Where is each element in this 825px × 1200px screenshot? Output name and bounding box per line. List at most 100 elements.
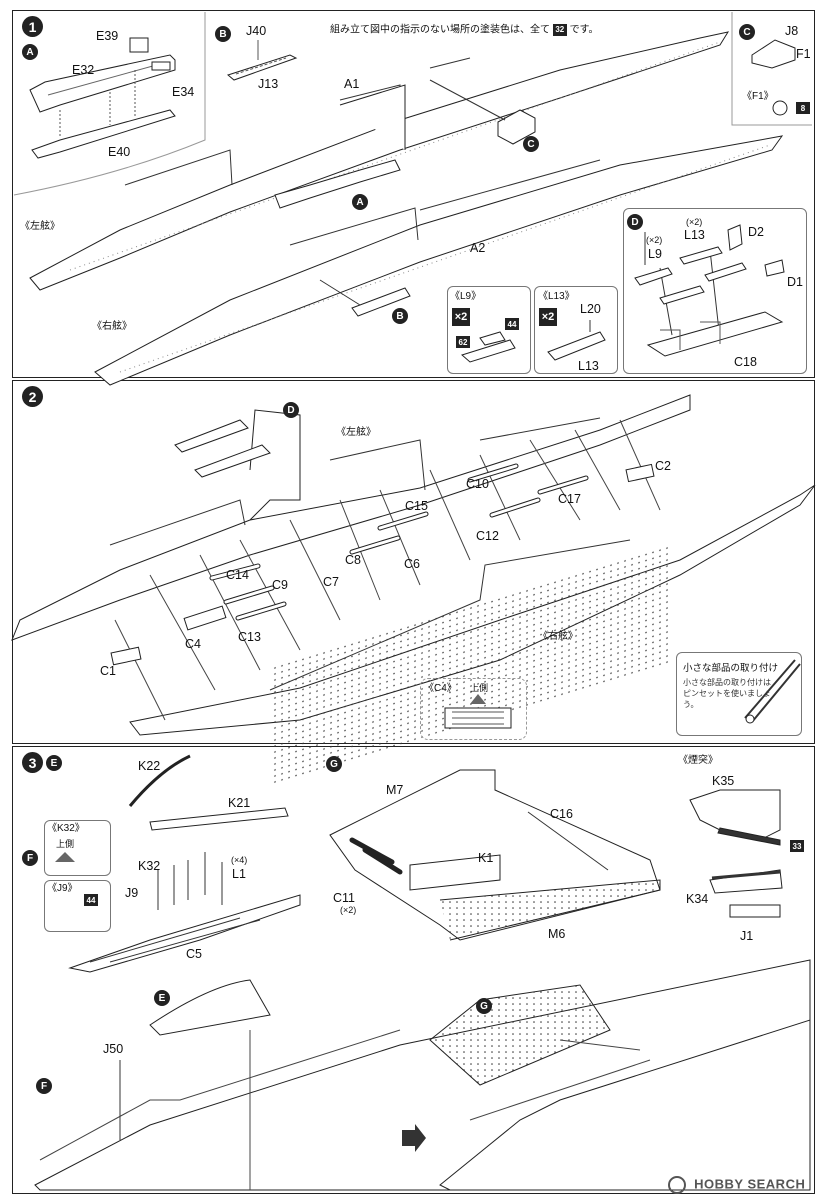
label-J13: J13 [258, 77, 279, 91]
bottom-marker-E: E [154, 990, 170, 1006]
c4-inset [420, 678, 527, 740]
label-D-L13: L13 [684, 228, 705, 242]
label-F1: F1 [796, 47, 811, 61]
paint-note-color: 32 [552, 24, 567, 36]
label-L13-inset: L13 [578, 359, 599, 373]
c4-up-label: 上側 [470, 683, 489, 693]
label-E39: E39 [96, 29, 119, 43]
label-C13: C13 [238, 630, 261, 644]
label-C2: C2 [655, 459, 671, 473]
paint-note: 組み立て図中の指示のない場所の塗装色は、全て 32 です。 [330, 24, 599, 36]
tweezers-tip-body: 小さな部品の取り付けはピンセットを使いましょう。 [683, 678, 771, 709]
step3-number: 3 [22, 752, 43, 773]
f1-paint-color: 8 [796, 102, 810, 114]
label-M7: M7 [386, 783, 404, 797]
step2-marker-D: D [283, 402, 299, 418]
label-C10: C10 [466, 477, 489, 491]
label-C15: C15 [405, 499, 428, 513]
label-K35: K35 [712, 774, 735, 788]
label-M6: M6 [548, 927, 566, 941]
label-C16: C16 [550, 807, 573, 821]
label-A2: A2 [470, 241, 486, 255]
k32-inset [44, 820, 111, 876]
label-starboard-side: 《右舷》 [92, 321, 132, 332]
label-K1: K1 [478, 851, 494, 865]
label-K22: K22 [138, 759, 161, 773]
bottom-marker-G: G [476, 998, 492, 1014]
label-E34: E34 [172, 85, 195, 99]
label-D1: D1 [787, 275, 803, 289]
bottom-marker-F: F [36, 1078, 52, 1094]
label-E40: E40 [108, 145, 131, 159]
watermark-text: HOBBY SEARCH [694, 1176, 806, 1192]
callout-B: B [392, 308, 408, 324]
tweezers-tip-title: 小さな部品の取り付け [683, 663, 779, 674]
paint-note-text-a: 組み立て図中の指示のない場所の塗装色は、全て [330, 24, 550, 36]
label-J1: J1 [740, 929, 754, 943]
label-J8: J8 [785, 24, 799, 38]
j9-inset [44, 880, 111, 932]
label-E32: E32 [72, 63, 95, 77]
j9-inset-title: 《J9》 [47, 883, 78, 894]
step1-number: 1 [22, 16, 43, 37]
label-D2: D2 [748, 225, 764, 239]
marker-D: D [627, 214, 643, 230]
label-C18: C18 [734, 355, 757, 369]
label-C11: C11 [333, 891, 356, 905]
label-port-side: 《左舷》 [20, 221, 60, 232]
step2-port-side: 《左舷》 [336, 427, 376, 438]
tweezers-tip-box [676, 652, 802, 736]
label-C4: C4 [185, 637, 201, 651]
label-D-qty2: (×2) [646, 235, 663, 245]
paint-note-text-b: です。 [569, 24, 599, 36]
label-J40: J40 [246, 24, 267, 38]
label-L1-qty: (×4) [231, 855, 248, 865]
label-C9: C9 [272, 578, 288, 592]
j9-paint-color: 44 [84, 894, 98, 906]
l13-quantity: ×2 [539, 308, 557, 326]
label-D-qty1: (×2) [686, 217, 703, 227]
step2-number: 2 [22, 386, 43, 407]
label-C14: C14 [226, 568, 249, 582]
watermark-logo-icon [668, 1176, 686, 1194]
l13-inset [534, 286, 618, 374]
label-L1: L1 [232, 867, 246, 881]
funnel-title: 《煙突》 [678, 755, 718, 766]
label-C6: C6 [404, 557, 420, 571]
funnel-paint-color: 33 [790, 840, 804, 852]
label-K21: K21 [228, 796, 251, 810]
label-J50: J50 [103, 1042, 124, 1056]
label-C8: C8 [345, 553, 361, 567]
up-arrow-icon [470, 694, 486, 704]
label-A1: A1 [344, 77, 360, 91]
l13-inset-title: 《L13》 [538, 291, 575, 302]
marker-C: C [739, 24, 755, 40]
l9-paint-b: 62 [456, 336, 470, 348]
label-L20: L20 [580, 302, 601, 316]
step3-marker-E: E [46, 755, 62, 771]
label-J9: J9 [125, 886, 139, 900]
k32-inset-title: 《K32》 [47, 823, 85, 834]
label-D-L9: L9 [648, 247, 662, 261]
label-C12: C12 [476, 529, 499, 543]
label-C17: C17 [558, 492, 581, 506]
watermark: HOBBY SEARCH [668, 1176, 805, 1194]
c4-inset-title: 《C4》 [424, 683, 457, 694]
label-K34: K34 [686, 892, 709, 906]
step3-marker-G: G [326, 756, 342, 772]
k32-up-label: 上側 [56, 839, 75, 849]
l9-paint-a: 44 [505, 318, 519, 330]
up-arrow-icon-k32 [55, 852, 75, 862]
f1-inset-title: 《F1》 [742, 91, 774, 102]
label-C5: C5 [186, 947, 202, 961]
callout-C: C [523, 136, 539, 152]
l9-inset-title: 《L9》 [450, 291, 482, 302]
l9-inset [447, 286, 531, 374]
label-K32: K32 [138, 859, 161, 873]
marker-A: A [22, 44, 38, 60]
label-C11-qty: (×2) [340, 905, 357, 915]
subD-inset [623, 208, 807, 374]
label-C7: C7 [323, 575, 339, 589]
